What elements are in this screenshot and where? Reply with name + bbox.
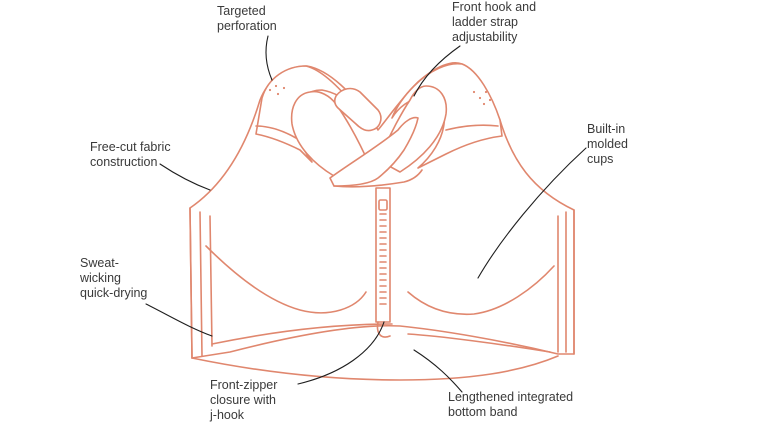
- right-shoulder-band: [445, 124, 499, 131]
- left-cup-seam: [205, 245, 367, 314]
- label-bottom-band: Lengthened integrated bottom band: [448, 390, 574, 419]
- label-free-cut: Free-cut fabric construction: [90, 140, 171, 169]
- label-front-hook: Front hook and ladder strap adjustabilit…: [452, 0, 537, 44]
- bottom-band-seam: [211, 323, 393, 345]
- right-side-panel: [557, 209, 575, 355]
- zipper-j-hook: [376, 321, 391, 338]
- bottom-band-outline: [191, 355, 559, 381]
- leader-built-in-cups: [477, 147, 587, 279]
- center-front-panel: [329, 116, 419, 187]
- label-targeted-perforation: Targeted perforation: [217, 4, 277, 33]
- leader-free-cut: [159, 163, 211, 191]
- hook-tab: [333, 87, 382, 132]
- leader-front-zipper: [297, 321, 385, 385]
- zipper-teeth: [379, 213, 387, 305]
- center-cross-seam: [333, 169, 423, 188]
- perforation-dots-right: [472, 90, 492, 106]
- left-shoulder-band: [255, 125, 297, 139]
- leader-sweat-wicking: [145, 303, 213, 337]
- bottom-band-seam-right: [407, 333, 551, 353]
- leader-bottom-band: [413, 349, 463, 393]
- label-sweat-wicking: Sweat- wicking quick-drying: [80, 256, 148, 300]
- leader-targeted-perforation: [265, 35, 273, 81]
- left-strap: [255, 65, 357, 163]
- zipper-pull: [378, 199, 388, 211]
- label-front-zipper: Front-zipper closure with j-hook: [210, 378, 278, 422]
- label-built-in-cups: Built-in molded cups: [587, 122, 628, 166]
- leader-front-hook: [413, 45, 461, 97]
- front-zipper: [375, 187, 391, 323]
- perforation-dots-left: [268, 78, 286, 96]
- right-cup-seam: [407, 265, 555, 316]
